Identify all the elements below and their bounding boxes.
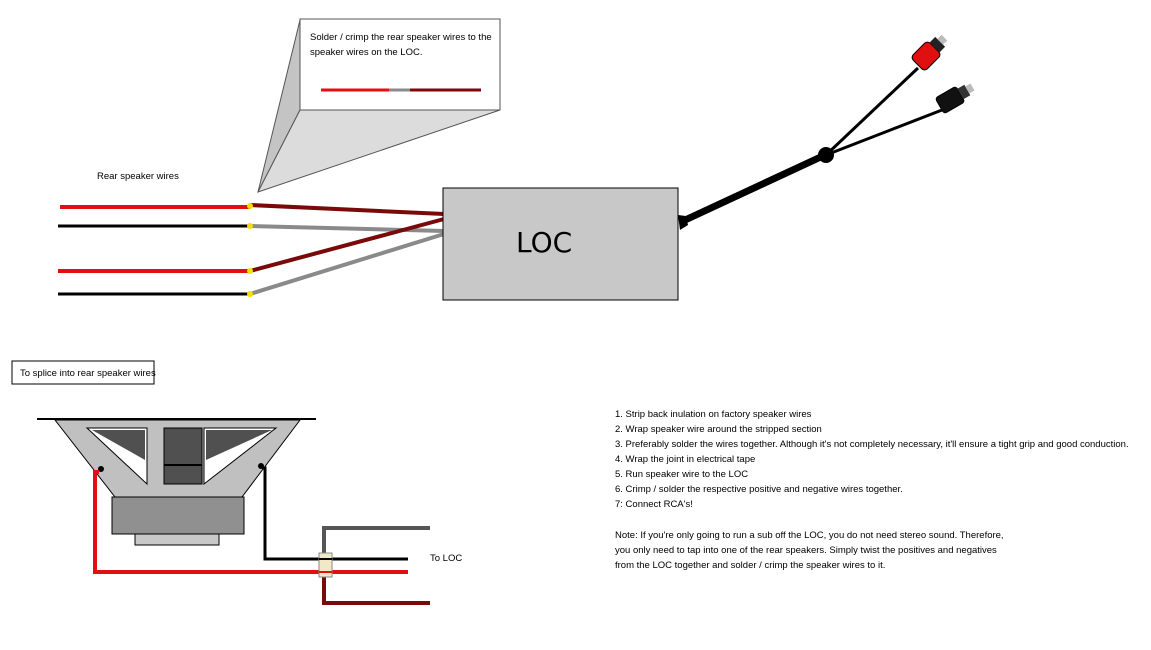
instruction-step: 3. Preferably solder the wires together.… — [615, 439, 1129, 450]
note-line: from the LOC together and solder / crimp… — [615, 560, 885, 571]
speaker-black-wire — [262, 466, 408, 561]
to-loc-label: To LOC — [430, 553, 462, 564]
instructions: 1. Strip back inulation on factory speak… — [615, 409, 1129, 510]
instruction-step: 5. Run speaker wire to the LOC — [615, 469, 748, 480]
splice-darkred-wire — [322, 576, 430, 605]
solder-joints — [247, 203, 253, 297]
splice-joint — [318, 552, 333, 578]
callout-pointer-lower — [256, 109, 501, 193]
speaker — [37, 418, 316, 546]
loc-gray-wire-2 — [249, 232, 445, 296]
splice-caption-box — [11, 360, 155, 385]
instruction-step: 4. Wrap the joint in electrical tape — [615, 454, 755, 465]
instruction-step: 2. Wrap speaker wire around the stripped… — [615, 424, 822, 435]
speaker-terminal-left — [98, 466, 104, 472]
callout: Solder / crimp the rear speaker wires to… — [256, 18, 501, 193]
rca-black-plug — [935, 83, 975, 114]
note-line: Note: If you're only going to run a sub … — [615, 530, 1004, 541]
speaker-magnet — [111, 496, 245, 535]
loc-darkred-wire-1 — [249, 203, 445, 216]
instruction-step: 7: Connect RCA's! — [615, 499, 693, 510]
solder-joint — [247, 268, 253, 274]
loc-box-label: LOC — [516, 226, 572, 259]
callout-text-line1: Solder / crimp the rear speaker wires to… — [310, 32, 492, 43]
speaker-voice-coil — [163, 427, 203, 485]
rca-black-lead — [825, 108, 943, 157]
loc-box — [442, 187, 679, 301]
speaker-cone-left — [92, 430, 145, 460]
callout-box — [299, 18, 501, 111]
rca-main-cable — [679, 151, 829, 225]
speaker-backplate — [134, 533, 220, 546]
loc-gray-wire-1 — [249, 224, 445, 233]
solder-joint — [247, 203, 253, 209]
solder-joint — [247, 223, 253, 229]
callout-text-line2: speaker wires on the LOC. — [310, 47, 422, 58]
rca-cable — [678, 34, 975, 230]
rear-speaker-wires-label: Rear speaker wires — [97, 171, 179, 182]
instruction-step: 1. Strip back inulation on factory speak… — [615, 409, 812, 420]
note-line: you only need to tap into one of the rea… — [615, 545, 997, 556]
loc-wires — [249, 203, 445, 296]
note: Note: If you're only going to run a sub … — [615, 530, 1004, 571]
speaker-red-wire — [93, 470, 408, 574]
loc-darkred-wire-2 — [249, 217, 445, 273]
splice-gray-wire — [322, 526, 430, 557]
splice-wires — [93, 466, 430, 605]
rca-red-plug — [911, 34, 948, 71]
rca-red-lead — [824, 66, 920, 157]
speaker-cone-right — [206, 430, 272, 460]
splice-caption: To splice into rear speaker wires — [20, 368, 156, 379]
instruction-step: 6. Crimp / solder the respective positiv… — [615, 484, 903, 495]
rear-wires — [58, 205, 250, 296]
solder-joint — [247, 291, 253, 297]
